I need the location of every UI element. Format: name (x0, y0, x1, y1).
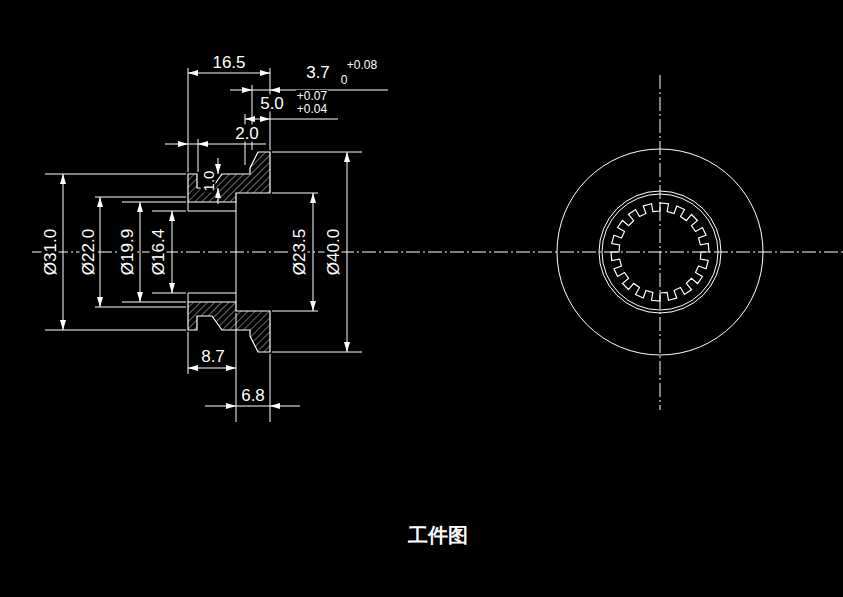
dimension-line (245, 119, 270, 120)
dimension-text: +0.07 (296, 90, 328, 102)
extension-line (122, 302, 186, 303)
dimension-line (252, 90, 270, 91)
spline-profile (611, 203, 709, 301)
dimension-line (100, 197, 101, 307)
bore-edge (188, 202, 189, 211)
dimension-line (188, 144, 198, 145)
bore-circle (599, 191, 721, 313)
extension-line (95, 197, 186, 198)
bore-circle (602, 194, 718, 310)
extension-line (272, 193, 318, 194)
dimension-text: Ø16.4 (150, 228, 167, 276)
dimension-line (188, 73, 270, 74)
dimension-text: Ø31.0 (42, 228, 59, 276)
spline-edge (188, 293, 236, 294)
drawing-caption: 工件图 (408, 525, 468, 545)
dimension-line (172, 211, 173, 293)
dimension-line (270, 90, 388, 91)
dimension-line (270, 406, 300, 407)
dimension-text: 2.0 (234, 125, 260, 142)
extension-line (152, 211, 186, 212)
dimension-text: 3.7 (305, 64, 331, 81)
extension-line (152, 293, 186, 294)
center-line (660, 75, 661, 410)
dimension-text: 16.5 (211, 54, 246, 71)
extension-line (272, 311, 318, 312)
dimension-line (218, 188, 219, 204)
dimension-text: +0.04 (296, 103, 328, 115)
extension-line (122, 202, 186, 203)
dimension-text: 1.0 (201, 170, 216, 193)
section-profile (188, 152, 270, 202)
dimension-text: Ø40.0 (325, 228, 342, 276)
dimension-line (236, 406, 270, 407)
dimension-text: 5.0 (259, 95, 285, 112)
dimension-line (165, 144, 188, 145)
dimension-text: Ø22.0 (80, 228, 97, 276)
extension-line (272, 152, 362, 153)
dimension-line (270, 119, 338, 120)
spline-edge (188, 211, 236, 212)
extension-line (272, 352, 362, 353)
dimension-text: 6.8 (240, 387, 266, 404)
dimension-line (313, 193, 314, 311)
dimension-line (205, 406, 236, 407)
extension-line (270, 354, 271, 422)
dimension-line (230, 90, 252, 91)
step-edge (236, 202, 237, 302)
dimension-text: 8.7 (200, 348, 226, 365)
dimension-line (198, 144, 266, 145)
dimension-text: Ø23.5 (291, 228, 308, 276)
extension-line (45, 330, 186, 331)
dimension-line (347, 152, 348, 352)
dimension-text: Ø19.9 (119, 228, 136, 276)
dimension-line (188, 368, 236, 369)
dimension-text: +0.08 (346, 59, 378, 71)
extension-line (45, 174, 186, 175)
extension-line (95, 307, 186, 308)
dimension-line (218, 158, 219, 174)
dimension-line (63, 174, 64, 330)
outer-circle (557, 149, 763, 355)
bore-edge (188, 293, 189, 302)
dimension-text: 0 (340, 74, 349, 86)
extension-line (188, 68, 189, 172)
section-profile (188, 302, 270, 352)
dimension-line (140, 202, 141, 302)
